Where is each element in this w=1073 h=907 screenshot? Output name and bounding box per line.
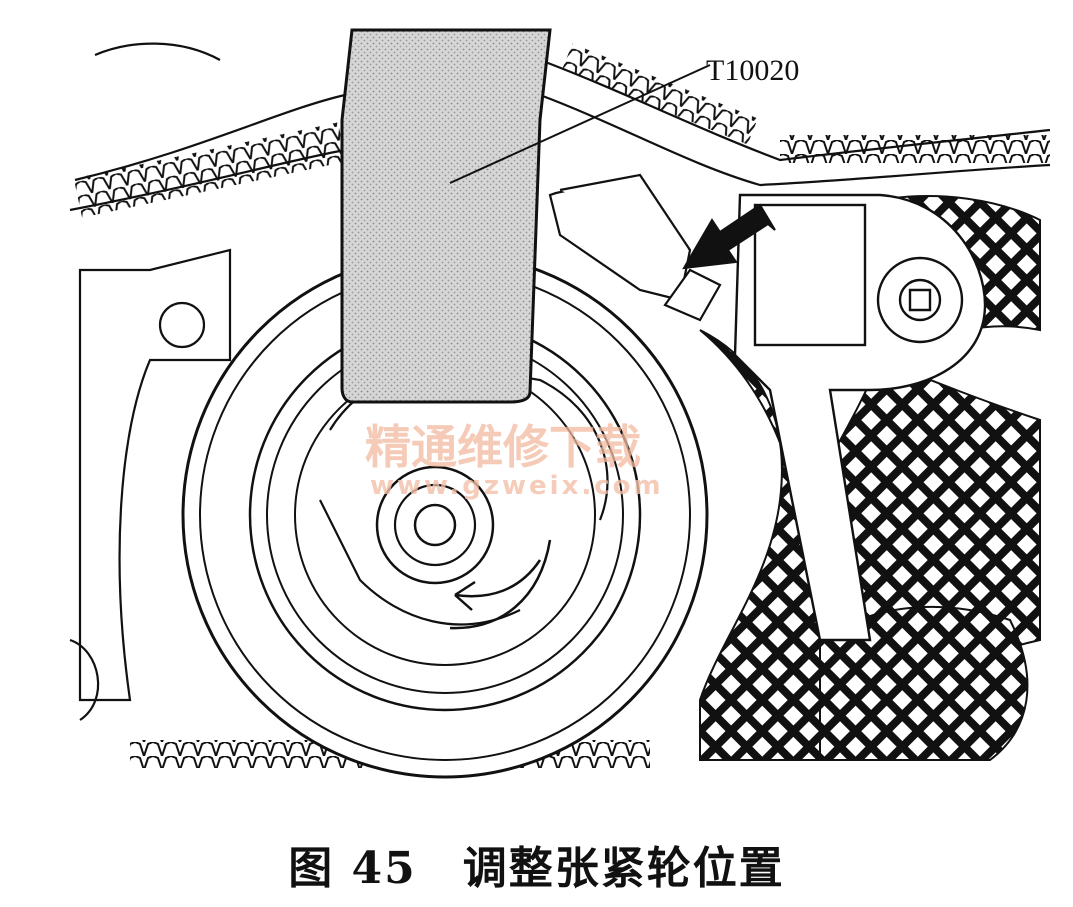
caption-title: 调整张紧轮位置 <box>462 843 785 894</box>
tensioner-mount <box>548 173 722 322</box>
rotation-arrow-icon <box>449 539 552 630</box>
engine-bracket <box>69 248 232 721</box>
watermark-chinese: 精通维修下载 <box>365 420 641 474</box>
indicator-arrow-icon <box>682 203 776 270</box>
tool-t10020 <box>340 28 552 404</box>
belt-teeth-top-mid <box>562 43 758 145</box>
tensioner-bracket <box>733 193 987 642</box>
callout-label: T10020 <box>706 54 799 87</box>
figure-caption: 图 45 调整张紧轮位置 <box>0 832 1073 896</box>
caption-number: 图 45 <box>288 843 417 894</box>
crosshatch-lower <box>819 605 1029 761</box>
callout-leader <box>449 64 711 184</box>
watermark-url: www.gzweix.com <box>370 471 664 501</box>
belt-teeth-left <box>73 122 347 218</box>
belt-teeth-top-right <box>780 135 1050 163</box>
